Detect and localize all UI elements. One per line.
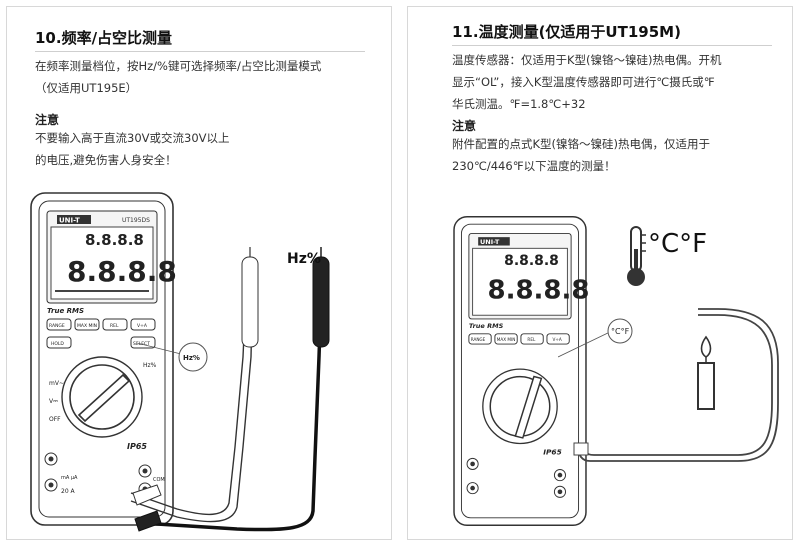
dial-label: OFF: [49, 416, 61, 423]
thermocouple-wire: [573, 308, 779, 462]
description-line: 在频率测量档位，按Hz/%键可选择频率/占空比测量模式: [35, 59, 322, 73]
true-rms-label: True RMS: [469, 322, 504, 330]
zoom-callout: °C°F: [558, 318, 633, 358]
rel-button: REL: [527, 337, 536, 342]
lcd-small-digits: 8.8.8.8: [85, 231, 144, 249]
multimeter-figure: UNI-T 8.8.8.8 8.8.8.8 True RMS RANGE MAX…: [453, 215, 590, 527]
test-leads: [130, 247, 330, 532]
brand-label: UNI-T: [480, 238, 500, 246]
section-title: 11.温度测量(仅适用于UT195M): [452, 23, 681, 41]
hz-percent-label: Hz%: [287, 251, 321, 267]
callout-label: Hz%: [183, 354, 200, 362]
callout-label: °C°F: [611, 327, 630, 336]
thermometer-icon: [627, 226, 646, 286]
ip-rating: IP65: [127, 442, 147, 451]
description: 温度传感器：仅适用于K型(镍铬～镍硅)热电偶。开机 显示“OL”，接入K型温度传…: [452, 49, 722, 115]
va-button: V÷A: [137, 323, 148, 329]
maxmin-button: MAX MIN: [77, 323, 97, 329]
dial-label: mV~: [49, 380, 64, 387]
note-title: 注意: [35, 113, 60, 127]
hold-button: HOLD: [51, 341, 64, 347]
description-line: 华氏测温。℉=1.8℃+32: [452, 97, 586, 111]
title-divider: [35, 51, 365, 52]
right-panel: 11.温度测量(仅适用于UT195M) 温度传感器：仅适用于K型(镍铬～镍硅)热…: [407, 6, 793, 540]
description-line: 显示“OL”，接入K型温度传感器即可进行℃摄氏或℉: [452, 75, 715, 89]
note-title: 注意: [452, 119, 477, 133]
description: 在频率测量档位，按Hz/%键可选择频率/占空比测量模式 （仅适用UT195E）: [35, 55, 321, 99]
rel-button: REL: [110, 323, 119, 329]
temperature-unit-symbol: °C°F: [648, 229, 708, 259]
model-label: UT195DS: [122, 217, 150, 224]
title-divider: [452, 45, 772, 46]
range-button: RANGE: [49, 323, 65, 329]
description-line: 温度传感器：仅适用于K型(镍铬～镍硅)热电偶。开机: [452, 53, 722, 67]
true-rms-label: True RMS: [47, 307, 84, 315]
maxmin-button: MAX MIN: [497, 337, 516, 342]
note-text: 不要输入高于直流30V或交流30V以上 的电压,避免伤害人身安全！: [35, 127, 230, 171]
left-panel: 10.频率/占空比测量 在频率测量档位，按Hz/%键可选择频率/占空比测量模式 …: [6, 6, 392, 540]
lcd-small-digits: 8.8.8.8: [504, 253, 559, 269]
candle-icon: [697, 335, 715, 410]
note-line: 的电压,避免伤害人身安全！: [35, 153, 177, 167]
port-label: 20 A: [61, 488, 76, 495]
section-title: 10.频率/占空比测量: [35, 29, 173, 47]
range-button: RANGE: [471, 337, 486, 342]
dial-label: V⎓: [49, 398, 58, 405]
port-label: COM: [153, 477, 165, 483]
dial-label: Hz%: [143, 362, 157, 369]
va-button: V÷A: [553, 337, 562, 342]
port-label: mA μA: [61, 475, 78, 481]
description-line: （仅适用UT195E）: [35, 81, 138, 95]
multimeter-figure: UNI-T UT195DS 8.8.8.8 8.8.8.8 True RMS R…: [30, 192, 177, 526]
note-text: 附件配置的点式K型(镍铬～镍硅)热电偶，仅适用于 230℃/446℉以下温度的测…: [452, 133, 710, 177]
lcd-main-digits: 8.8.8.8: [67, 255, 177, 288]
zoom-callout: Hz%: [137, 342, 208, 372]
note-line: 附件配置的点式K型(镍铬～镍硅)热电偶，仅适用于: [452, 137, 711, 151]
note-line: 230℃/446℉以下温度的测量！: [452, 159, 616, 173]
note-line: 不要输入高于直流30V或交流30V以上: [35, 131, 230, 145]
lcd-main-digits: 8.8.8.8: [487, 276, 589, 306]
brand-label: UNI-T: [59, 217, 80, 225]
ip-rating: IP65: [543, 448, 562, 457]
